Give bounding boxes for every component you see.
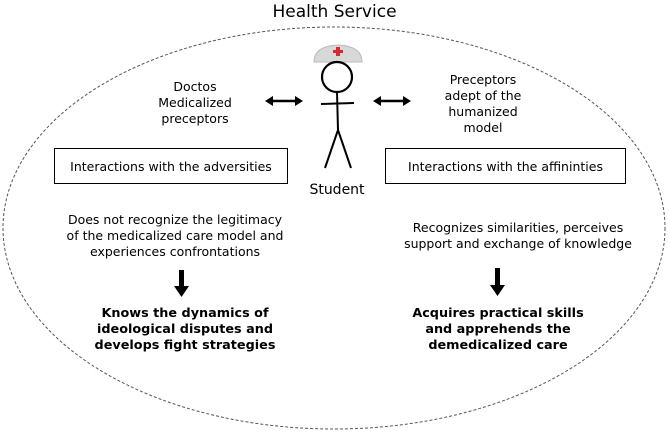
- right-description-line: support and exchange of knowledge: [404, 236, 632, 251]
- right-outcome-line: demedicalized care: [428, 338, 568, 353]
- right-down-arrow-icon: [490, 268, 505, 296]
- left-outcome: Knows the dynamics of ideological disput…: [55, 306, 315, 354]
- left-outcome-line: Knows the dynamics of: [101, 306, 269, 321]
- right-description-line: Recognizes similarities, perceives: [412, 220, 624, 235]
- left-interaction-box: Interactions with the adversities: [54, 148, 288, 184]
- right-actor-line: model: [463, 120, 503, 135]
- right-description: Recognizes similarities, perceives suppo…: [368, 220, 668, 252]
- right-interaction-box: Interactions with the affininties: [385, 148, 626, 184]
- right-outcome-line: and apprehends the: [425, 322, 571, 337]
- left-actor-line: Doctos: [173, 79, 217, 94]
- right-double-arrow-icon: [373, 96, 411, 106]
- right-actor-line: Preceptors: [449, 72, 517, 87]
- left-interaction-label: Interactions with the adversities: [70, 158, 272, 174]
- left-outcome-line: develops fight strategies: [94, 338, 276, 353]
- student-figure-icon: [313, 44, 363, 169]
- left-description-line: experiences confrontations: [89, 244, 261, 259]
- left-actor-line: Medicalized: [158, 95, 232, 110]
- diagram-title: Health Service: [272, 2, 397, 22]
- left-actor-label: Doctos Medicalized preceptors: [130, 79, 260, 127]
- left-description-line: of the medicalized care model and: [66, 228, 284, 243]
- right-actor-line: humanized: [448, 104, 518, 119]
- left-double-arrow-icon: [265, 96, 303, 106]
- right-actor-label: Preceptors adept of the humanized model: [418, 72, 548, 136]
- right-outcome-line: Acquires practical skills: [412, 306, 584, 321]
- right-interaction-label: Interactions with the affininties: [408, 158, 603, 174]
- right-outcome: Acquires practical skills and apprehends…: [368, 306, 628, 354]
- left-description-line: Does not recognize the legitimacy: [67, 212, 283, 227]
- left-actor-line: preceptors: [161, 111, 229, 126]
- left-description: Does not recognize the legitimacy of the…: [20, 212, 330, 260]
- left-outcome-line: ideological disputes and: [96, 322, 273, 337]
- left-down-arrow-icon: [174, 270, 189, 297]
- student-label: Student: [309, 182, 365, 198]
- right-actor-line: adept of the: [444, 88, 522, 103]
- health-service-boundary: [2, 26, 666, 430]
